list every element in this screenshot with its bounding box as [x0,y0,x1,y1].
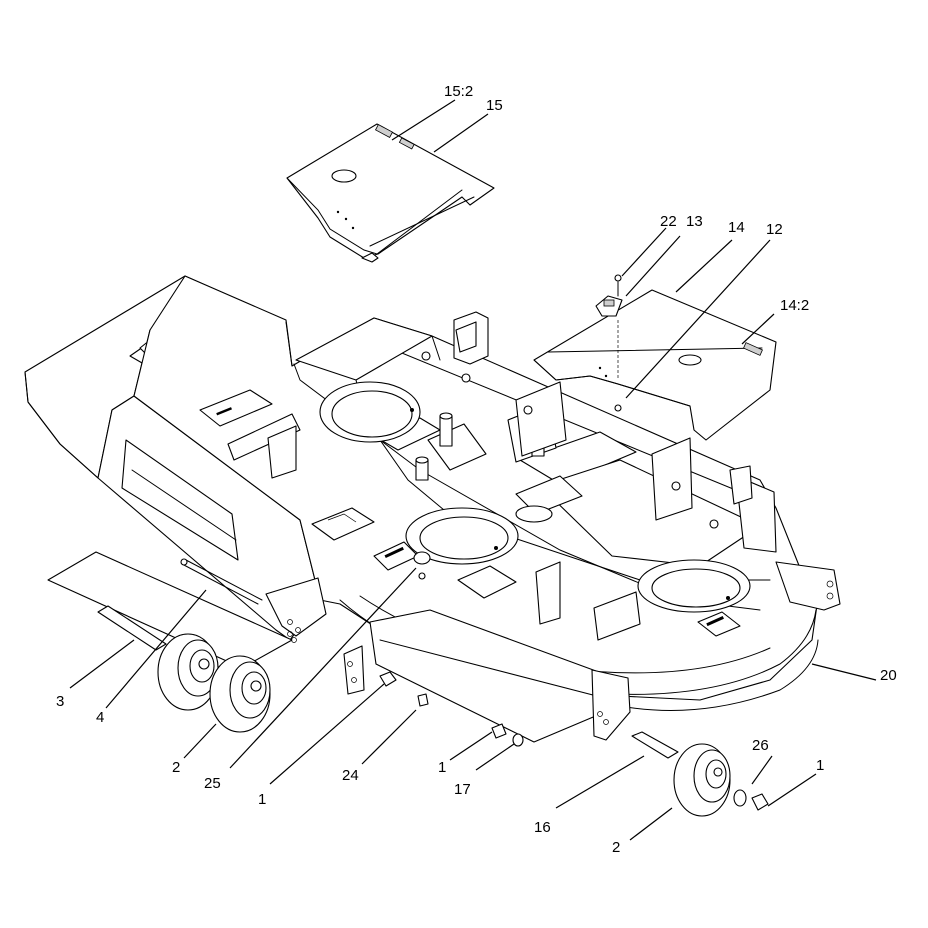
belt-cover-14 [533,289,777,441]
callout-20: 20 [880,667,897,684]
callout-14-2: 14:2 [780,297,809,314]
cover-plate-15 [286,123,495,263]
rear-wheels-2 [157,633,271,733]
callout-24: 24 [342,767,359,784]
spindle-openings [319,381,751,613]
axle-shaft-3 [97,605,167,651]
callout-13: 13 [686,213,703,230]
callout-1-middle: 1 [438,759,446,776]
callout-1-left: 1 [258,791,266,808]
callout-labels: 15:2 15 22 13 14 12 14:2 20 3 4 2 25 1 2… [56,83,897,856]
callout-22: 22 [660,213,677,230]
pulley-mounts [415,412,583,523]
callout-26: 26 [752,737,769,754]
deck-brackets [265,311,777,643]
front-right-bracket [775,561,841,611]
callout-2-rear: 2 [172,759,180,776]
fasteners-top [595,274,623,412]
callout-2-front: 2 [612,839,620,856]
leader-lines [69,99,877,841]
callout-15: 15 [486,97,503,114]
discharge-chute [24,275,321,641]
small-fasteners [343,551,524,747]
callout-25: 25 [204,775,221,792]
callout-14: 14 [728,219,745,236]
callout-12: 12 [766,221,783,238]
callout-17: 17 [454,781,471,798]
callout-15-2: 15:2 [444,83,473,100]
callout-1-right: 1 [816,757,824,774]
callout-4: 4 [96,709,104,726]
callout-3: 3 [56,693,64,710]
callout-16: 16 [534,819,551,836]
front-wheel-assembly [369,609,769,817]
